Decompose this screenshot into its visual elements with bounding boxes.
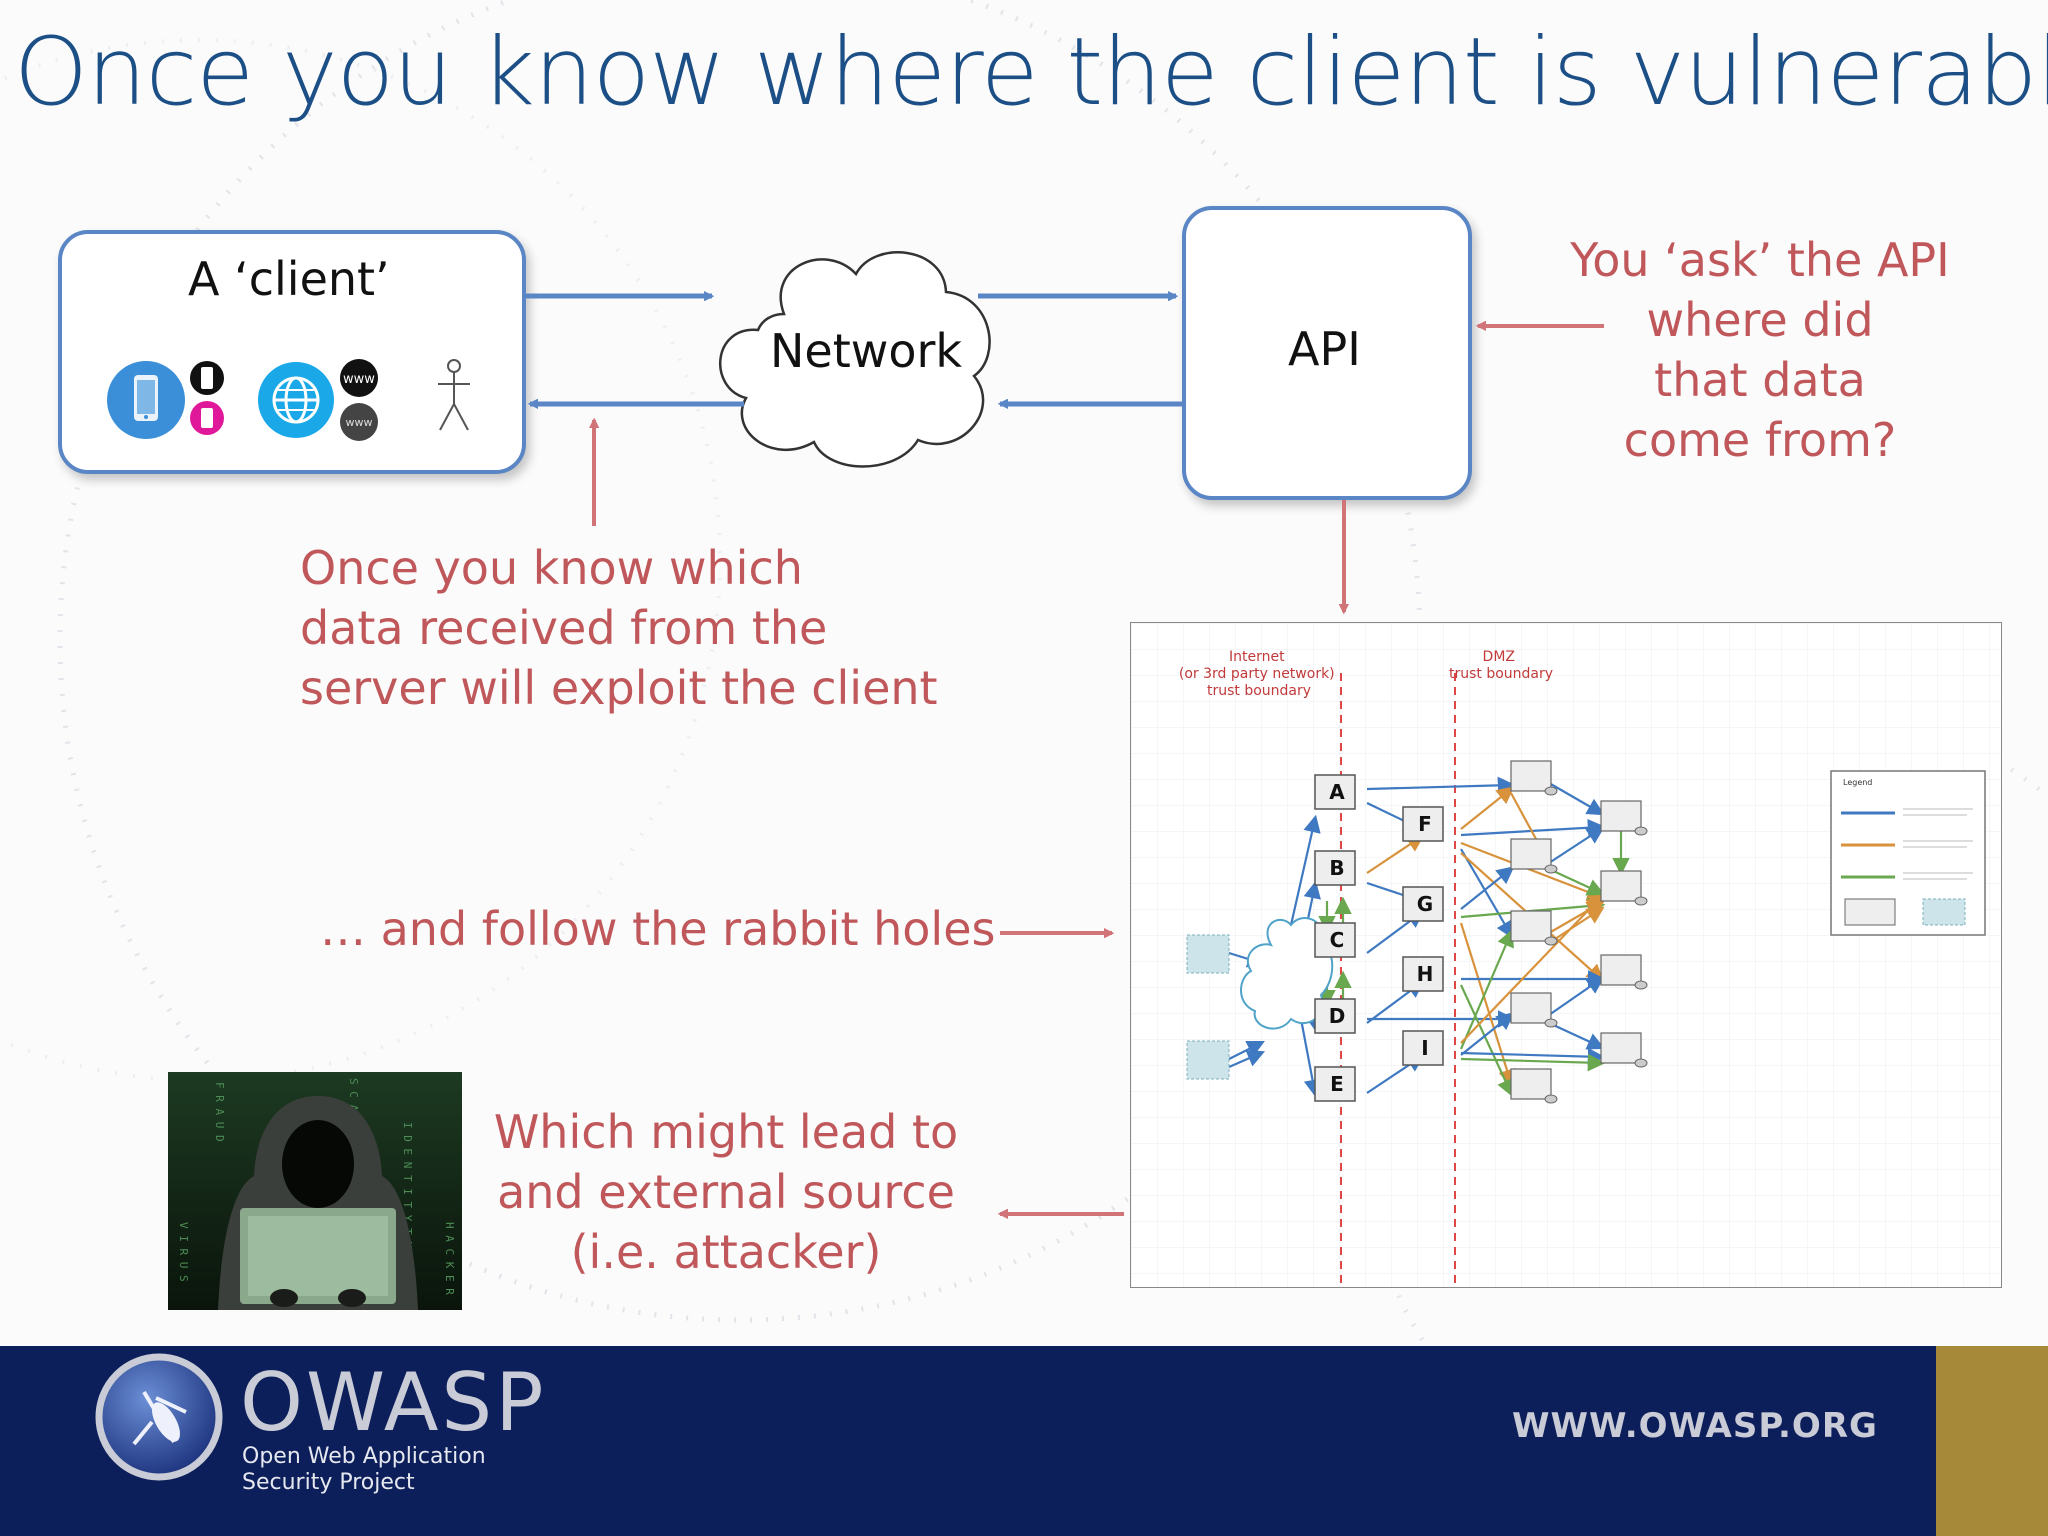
slide-title: Once you know where the client is vulner… xyxy=(14,18,2048,127)
device-badge-icon xyxy=(190,361,224,435)
hacker-illustration: F R A U D S C A M I D E N T I T Y T H E … xyxy=(168,1072,462,1310)
svg-text:www: www xyxy=(346,416,373,429)
svg-text:A: A xyxy=(1329,780,1345,804)
dfd-edge xyxy=(1460,848,1514,939)
dfd-edge xyxy=(1548,1022,1605,1050)
legend-title: Legend xyxy=(1843,778,1872,787)
dmz-zone-label: DMZ xyxy=(1483,649,1515,665)
matrix-word: H A C K E R xyxy=(443,1222,456,1295)
dfd-edge xyxy=(1460,984,1514,1097)
network-cloud-icon xyxy=(718,251,991,468)
dfd-service-box xyxy=(1600,800,1648,836)
external-entity-top xyxy=(1186,934,1230,974)
api-box: API xyxy=(1182,206,1472,500)
svg-text:DMZ trust boundary: DMZ trust boundary xyxy=(1449,649,1553,682)
www-icon: www www xyxy=(340,359,378,441)
rabbit-holes-note: … and follow the rabbit holes xyxy=(320,902,996,956)
svg-text:D: D xyxy=(1329,1004,1346,1028)
user-stick-figure-icon xyxy=(438,359,470,431)
dfd-edge xyxy=(1299,1018,1322,1098)
internet-zone-label: Internet xyxy=(1229,649,1285,665)
hacker-image: F R A U D S C A M I D E N T I T Y T H E … xyxy=(168,1072,462,1310)
api-label: API xyxy=(1288,322,1361,376)
dfd-edge xyxy=(1460,841,1606,901)
internet-zone-label: trust boundary xyxy=(1207,683,1311,699)
dfd-edges xyxy=(1228,776,1630,1098)
dfd-node-i: I xyxy=(1402,1030,1444,1066)
dfd-edge xyxy=(1460,1053,1606,1072)
globe-icon xyxy=(258,362,334,438)
internet-zone-label: (or 3rd party network) xyxy=(1179,666,1335,682)
dfd-node-c: C xyxy=(1314,922,1356,958)
dfd-service-box xyxy=(1510,910,1558,946)
dfd-service-box xyxy=(1510,992,1558,1028)
red-annotation-arrows xyxy=(594,326,1604,1214)
might-lead-note: Which might lead to and external source … xyxy=(493,1105,959,1279)
dfd-edge xyxy=(1459,922,1516,1088)
dfd-service-box xyxy=(1510,760,1558,796)
owasp-brand: OWASP xyxy=(240,1356,547,1449)
svg-text:H: H xyxy=(1417,962,1434,986)
once-you-know-note: Once you know which data received from t… xyxy=(300,541,938,715)
svg-text:C: C xyxy=(1330,928,1345,952)
client-label: A ‘client’ xyxy=(188,252,390,306)
dfd-edge xyxy=(1459,928,1514,1050)
svg-text:www: www xyxy=(343,372,375,387)
dfd-node-d: D xyxy=(1314,998,1356,1034)
dfd-edge xyxy=(1228,1050,1266,1069)
mobile-phone-icon xyxy=(107,361,185,439)
dfd-edge xyxy=(1548,976,1605,1016)
footer-gold-accent xyxy=(1936,1346,2048,1536)
dfd-edge xyxy=(1366,776,1516,795)
svg-text:Internet (or 3rd party n: Internet (or 3rd party network) trust bo… xyxy=(1179,649,1339,699)
dfd-node-f: F xyxy=(1402,806,1444,842)
dfd-edge xyxy=(1460,866,1515,910)
client-box: A ‘client’ www www xyxy=(58,230,526,474)
dfd-legend: Legend xyxy=(1830,770,1986,936)
svg-text:B: B xyxy=(1329,856,1344,880)
matrix-word: V I R U S xyxy=(177,1222,190,1282)
dfd-service-box xyxy=(1600,954,1648,990)
external-entity-bottom xyxy=(1186,1040,1230,1080)
owasp-subtitle: Open Web Application Security Project xyxy=(242,1444,486,1495)
dfd-edge xyxy=(1289,814,1321,926)
blue-request-arrows xyxy=(522,296,1182,404)
dfd-node-h: H xyxy=(1402,956,1444,992)
dfd-edge xyxy=(1548,782,1605,816)
dfd-edge xyxy=(1366,834,1425,874)
dfd-service-box xyxy=(1510,838,1558,874)
dfd-edge xyxy=(1228,1041,1265,1060)
svg-text:E: E xyxy=(1330,1072,1344,1096)
svg-text:I: I xyxy=(1421,1036,1428,1060)
dfd-service-box xyxy=(1600,1032,1648,1068)
dfd-nodes: A B C D E F G H I xyxy=(1314,774,1444,1102)
data-flow-diagram-canvas: Internet (or 3rd party network) trust bo… xyxy=(1131,623,2001,1287)
dfd-services xyxy=(1510,760,1648,1104)
dfd-edge xyxy=(1548,868,1605,896)
dfd-edge xyxy=(1548,906,1605,944)
matrix-word: F R A U D xyxy=(213,1082,226,1142)
footer-bar: OWASP Open Web Application Security Proj… xyxy=(0,1346,2048,1536)
svg-text:G: G xyxy=(1417,892,1433,916)
dfd-node-g: G xyxy=(1402,886,1444,922)
dfd-edge xyxy=(1460,1012,1515,1056)
owasp-wasp-logo-icon xyxy=(95,1353,223,1481)
data-flow-diagram: Internet (or 3rd party network) trust bo… xyxy=(1130,622,2002,1288)
dfd-service-box xyxy=(1510,1068,1558,1104)
dfd-edge xyxy=(1548,826,1605,864)
dfd-node-e: E xyxy=(1314,1066,1356,1102)
ask-api-note: You ‘ask’ the API where did that data co… xyxy=(1570,233,1950,467)
dfd-edge xyxy=(1460,1047,1606,1066)
dfd-edge xyxy=(1460,893,1605,1044)
dfd-edge xyxy=(1460,786,1515,830)
dfd-node-b: B xyxy=(1314,850,1356,886)
dfd-node-a: A xyxy=(1314,774,1356,810)
network-label: Network xyxy=(770,324,963,378)
dfd-service-box xyxy=(1600,870,1648,906)
dmz-zone-label: trust boundary xyxy=(1449,666,1553,682)
owasp-url-link[interactable]: WWW.OWASP.ORG xyxy=(1512,1406,1878,1446)
svg-text:F: F xyxy=(1418,812,1432,836)
